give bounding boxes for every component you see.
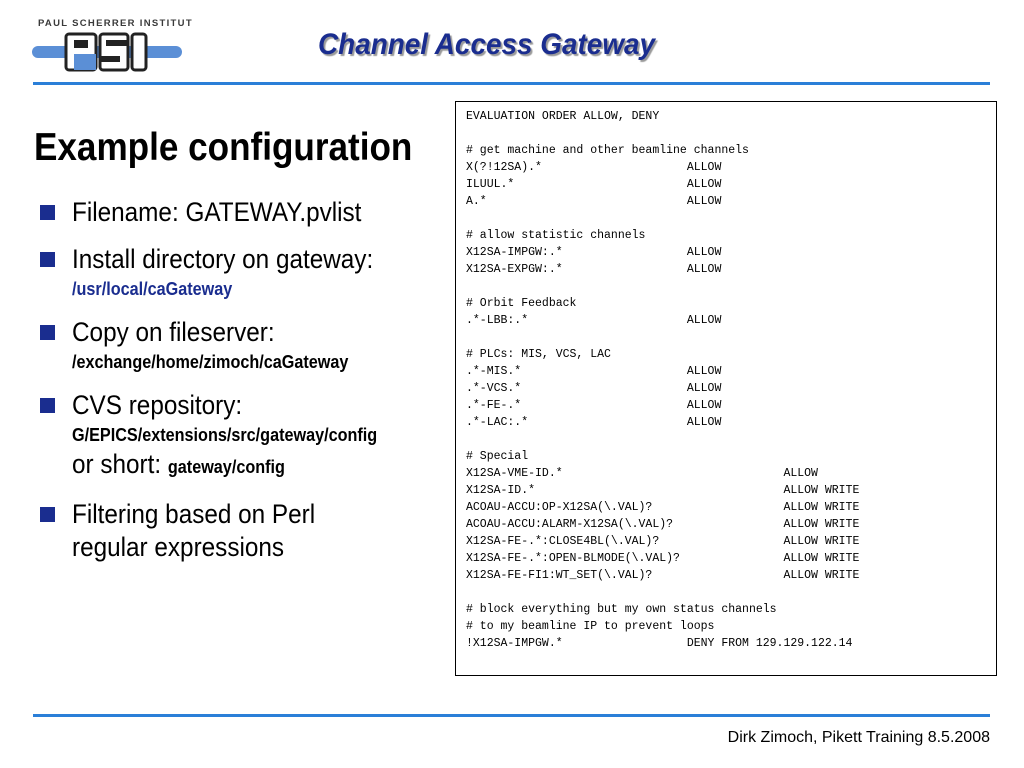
psi-logo xyxy=(32,32,182,72)
install-path: /usr/local/caGateway xyxy=(72,279,233,299)
bullet-cvs-repository: CVS repository: G/EPICS/extensions/src/g… xyxy=(38,389,438,484)
config-file-content: EVALUATION ORDER ALLOW, DENY # get machi… xyxy=(466,110,860,650)
bullet-text-line2: regular expressions xyxy=(72,532,285,562)
cvs-short-line: or short: gateway/config xyxy=(72,448,401,484)
bullet-text: Copy on fileserver: xyxy=(72,317,275,347)
bullet-filename: Filename: GATEWAY.pvlist xyxy=(38,196,438,229)
bullet-text-line1: Filtering based on Perl xyxy=(72,499,316,529)
bullet-list: Filename: GATEWAY.pvlist Install directo… xyxy=(38,196,438,578)
bullet-marker xyxy=(40,325,55,340)
footer-credit: Dirk Zimoch, Pikett Training 8.5.2008 xyxy=(727,729,990,746)
bullet-text: Install directory on gateway: xyxy=(72,244,374,274)
bullet-marker xyxy=(40,252,55,267)
cvs-short-value: gateway/config xyxy=(167,457,285,477)
bullet-text: Filename: GATEWAY.pvlist xyxy=(72,197,362,227)
bullet-filtering: Filtering based on Perl regular expressi… xyxy=(38,498,438,564)
header-divider xyxy=(33,82,990,85)
fileserver-path: /exchange/home/zimoch/caGateway xyxy=(72,352,349,372)
slide-title: Channel Access Gateway xyxy=(318,28,656,61)
section-heading: Example configuration xyxy=(34,126,413,169)
bullet-fileserver: Copy on fileserver: /exchange/home/zimoc… xyxy=(38,316,438,375)
config-file-box: EVALUATION ORDER ALLOW, DENY # get machi… xyxy=(455,101,997,676)
bullet-marker xyxy=(40,398,55,413)
org-caption: PAUL SCHERRER INSTITUT xyxy=(38,18,193,29)
footer-divider xyxy=(33,714,990,717)
cvs-path: G/EPICS/extensions/src/gateway/config xyxy=(72,425,378,445)
bullet-install-directory: Install directory on gateway: /usr/local… xyxy=(38,243,438,302)
bullet-marker xyxy=(40,507,55,522)
bullet-marker xyxy=(40,205,55,220)
cvs-short-prefix: or short: xyxy=(72,449,168,479)
bullet-text: CVS repository: xyxy=(72,390,243,420)
